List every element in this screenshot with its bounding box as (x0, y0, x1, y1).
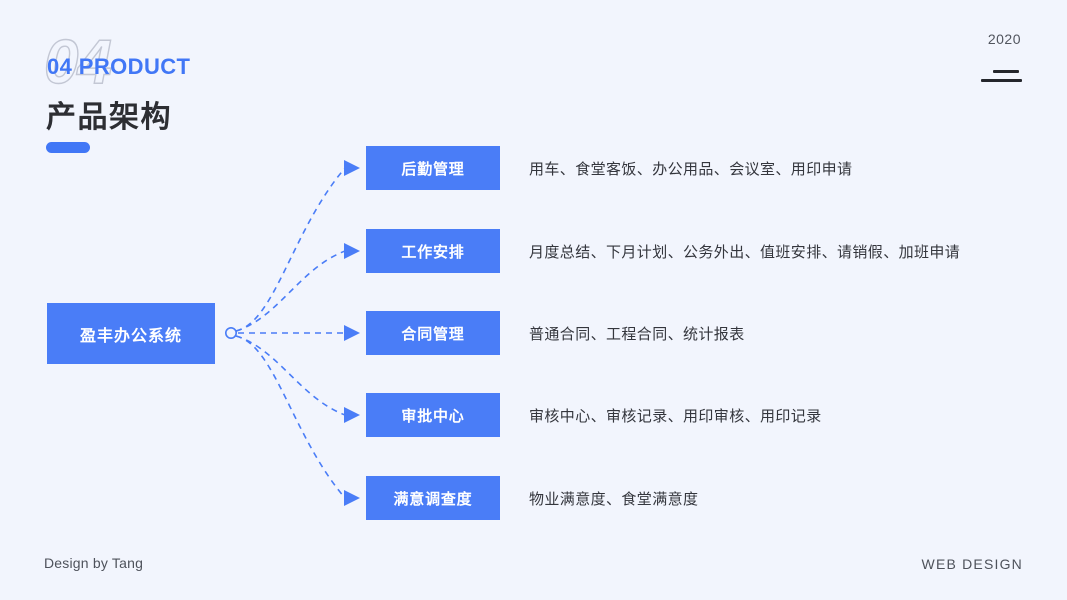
branch-description-1: 用车、食堂客饭、办公用品、会议室、用印申请 (529, 160, 853, 178)
connector-path-4 (235, 335, 346, 416)
branch-description-4: 审核中心、审核记录、用印审核、用印记录 (529, 407, 822, 425)
branch-box-1[interactable]: 后勤管理 (366, 146, 500, 190)
connector-path-2 (235, 250, 346, 332)
page-title: 产品架构 (46, 101, 172, 134)
slide-header: 04 04 PRODUCT 产品架构 (43, 28, 464, 160)
branch-label-4: 审批中心 (401, 407, 465, 425)
branch-description-5: 物业满意度、食堂满意度 (529, 490, 699, 508)
branch-label-5: 满意调查度 (393, 490, 473, 508)
arrowhead-3 (344, 325, 360, 341)
footer-credit: Design by Tang (44, 555, 144, 571)
ghost-section-number: 04 (43, 28, 112, 97)
branch-description-2: 月度总结、下月计划、公务外出、值班安排、请销假、加班申请 (529, 243, 961, 261)
arrowhead-1 (344, 160, 360, 176)
arrowhead-2 (344, 243, 360, 259)
branch-row-5: 满意调查度 物业满意度、食堂满意度 (366, 476, 698, 520)
accent-underline-bar (46, 142, 90, 153)
branch-row-4: 审批中心 审核中心、审核记录、用印审核、用印记录 (366, 393, 822, 437)
connector-path-5 (235, 335, 346, 499)
branch-box-3[interactable]: 合同管理 (366, 311, 500, 355)
year-label: 2020 (987, 31, 1021, 47)
branch-box-2[interactable]: 工作安排 (366, 229, 500, 273)
branch-label-1: 后勤管理 (401, 160, 465, 178)
arrowhead-5 (344, 490, 360, 506)
branch-row-3: 合同管理 普通合同、工程合同、统计报表 (366, 311, 745, 355)
menu-icon-bar-bottom (981, 79, 1022, 82)
branch-row-2: 工作安排 月度总结、下月计划、公务外出、值班安排、请销假、加班申请 (366, 229, 960, 273)
two-line-menu-icon[interactable] (978, 68, 1022, 86)
branch-description-3: 普通合同、工程合同、统计报表 (529, 325, 745, 343)
section-eyebrow-label: 04 PRODUCT (47, 54, 191, 79)
root-node-label: 盈丰办公系统 (79, 327, 182, 345)
arrowhead-4 (344, 407, 360, 423)
branch-box-4[interactable]: 审批中心 (366, 393, 500, 437)
branch-label-2: 工作安排 (401, 243, 465, 261)
menu-icon-bar-top (993, 70, 1019, 73)
branch-label-3: 合同管理 (401, 325, 465, 343)
root-node-box[interactable]: 盈丰办公系统 (47, 303, 215, 364)
branch-box-5[interactable]: 满意调查度 (366, 476, 500, 520)
connector-hub-node (225, 326, 238, 339)
branch-row-1: 后勤管理 用车、食堂客饭、办公用品、会议室、用印申请 (366, 146, 852, 190)
connector-path-1 (235, 167, 346, 332)
footer-brand: WEB DESIGN (921, 556, 1023, 572)
